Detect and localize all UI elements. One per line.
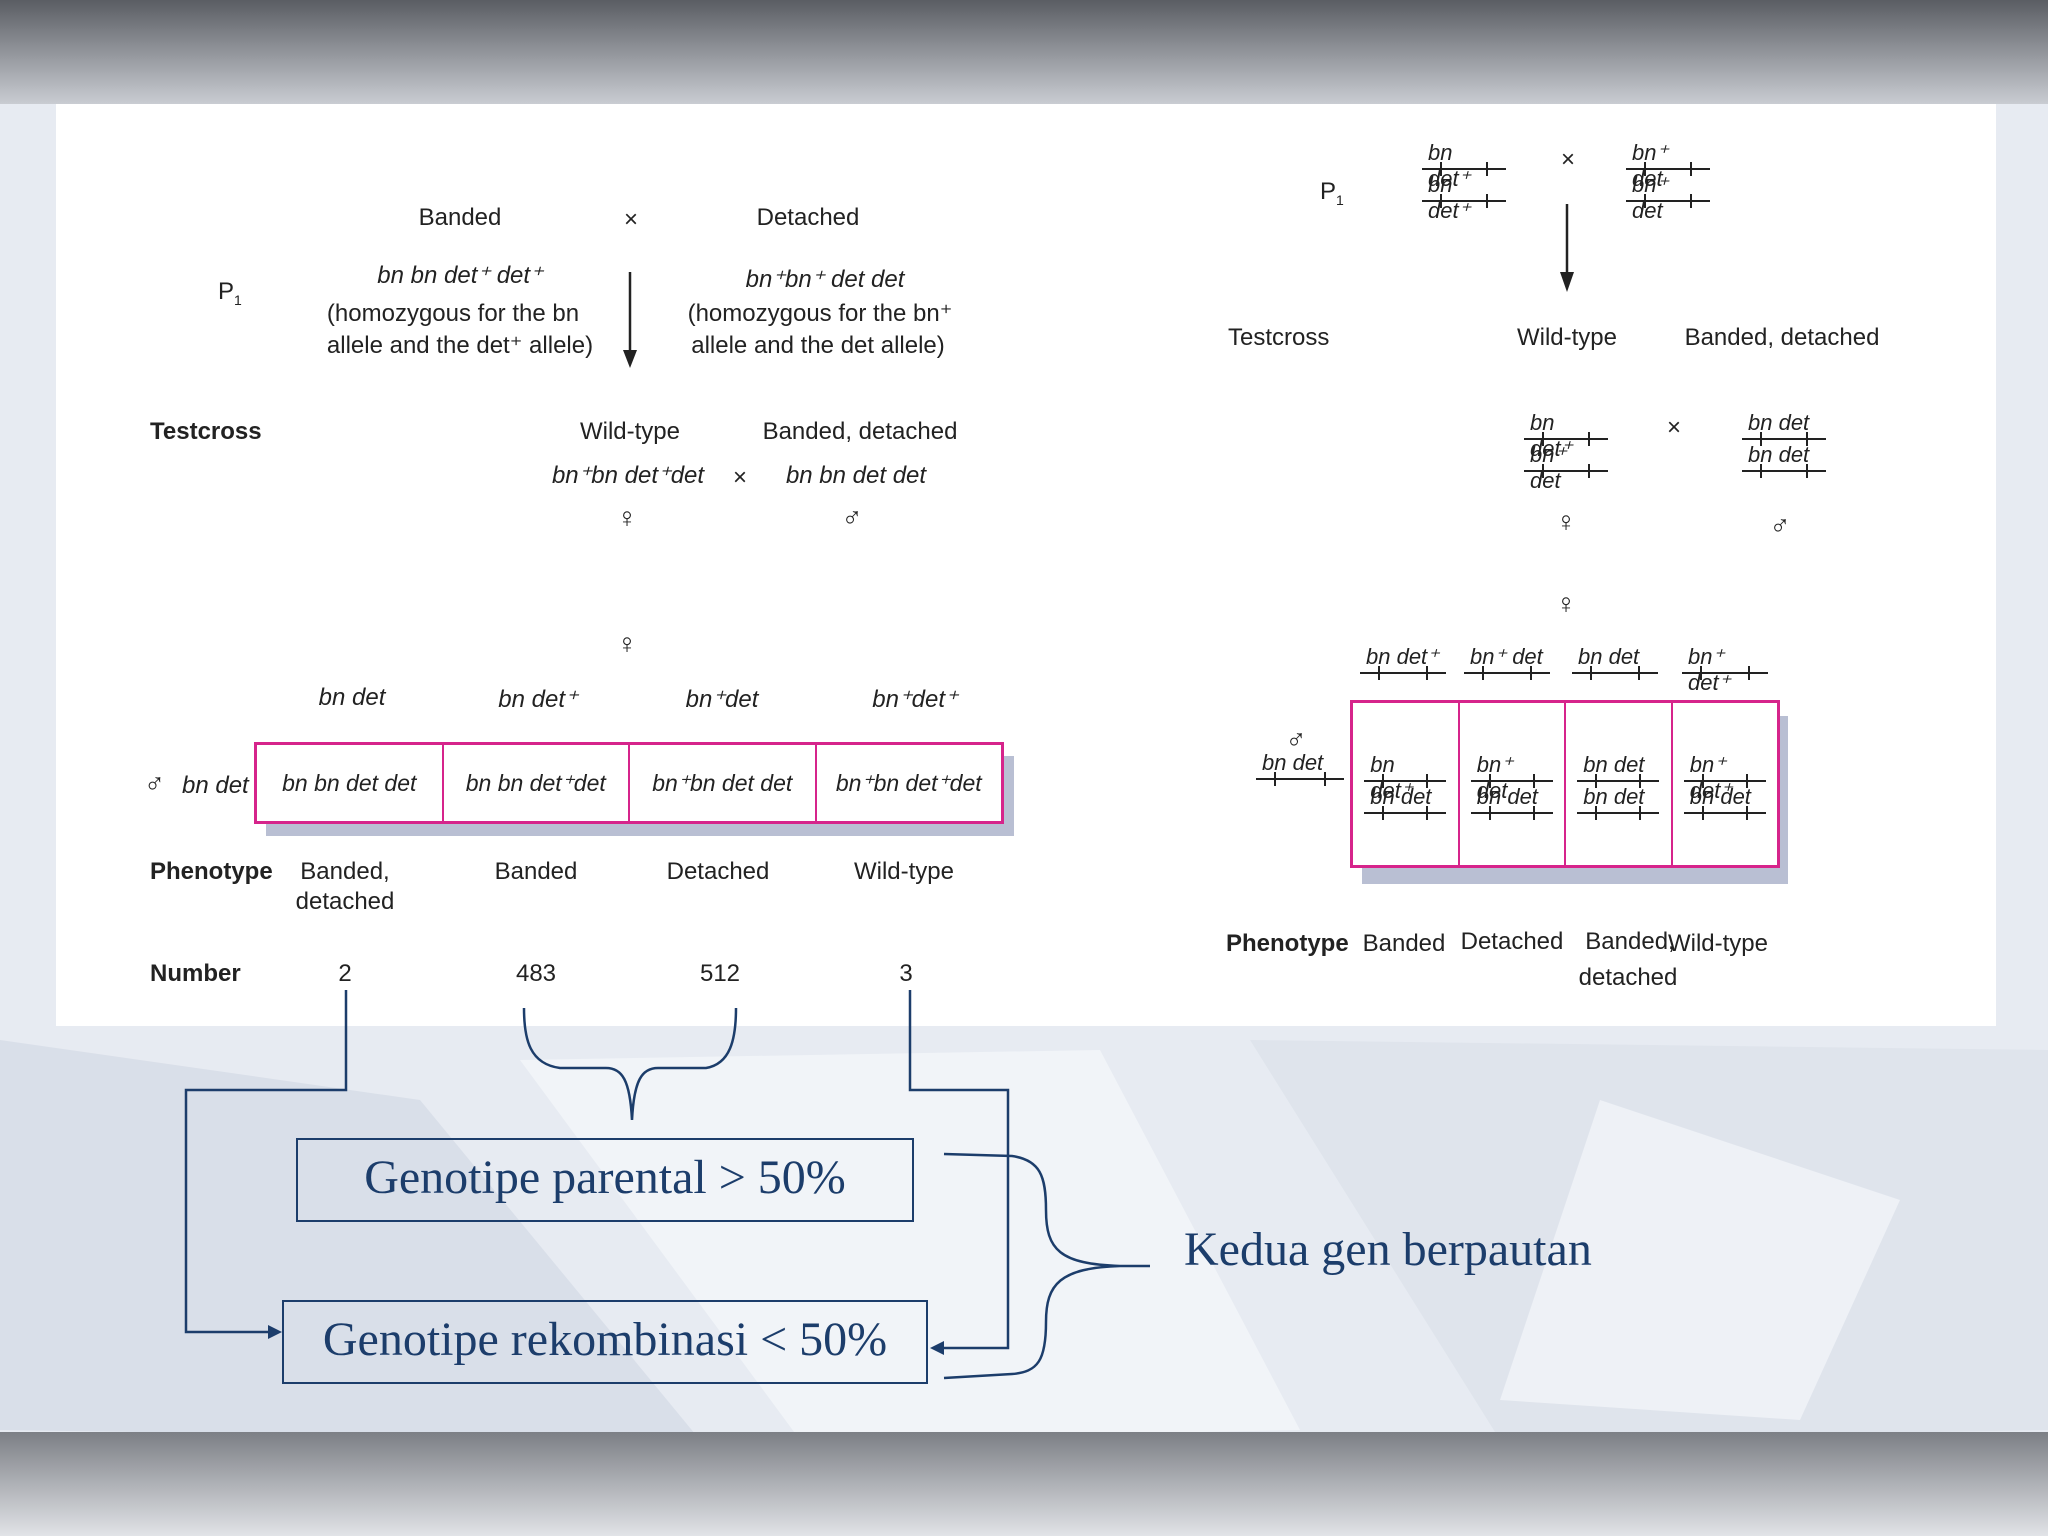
wildtype-label: Wild-type [579,418,681,445]
number-4: 3 [899,960,913,987]
male-gamete: bn det [182,772,249,799]
detached-genotype: bn⁺bn⁺ det det [745,266,905,293]
right-phenotype-2: Detached [1460,928,1564,955]
punnett-cell: bn⁺bn det det [630,745,817,821]
testcross-cross: × [732,464,748,491]
banded-label: Banded [418,204,502,231]
punnett-male-symbol: ♂ [144,768,165,799]
phenotype-1-line2: detached [295,888,395,915]
detached-note-2: allele and the det allele) [691,332,945,359]
right-banded-detached-label: Banded, detached [1684,324,1880,351]
right-punnett-cell: bn det⁺bn det [1353,703,1460,865]
banded-note-1: (homozygous for the bn [326,300,580,327]
right-p1-label: P1 [1320,178,1344,208]
right-phenotype-4: Wild-type [1667,930,1769,957]
right-p1-cross: × [1560,146,1576,173]
right-punnett-female-symbol: ♀ [1555,588,1577,619]
left-punnett-table: bn bn det det bn bn det⁺det bn⁺bn det de… [254,742,1004,824]
phenotype-label: Phenotype [150,858,273,885]
banded-genotype: bn bn det⁺ det⁺ [377,262,543,289]
female-symbol: ♀ [616,502,638,533]
linked-genes-label: Kedua gen berpautan [1184,1223,1592,1276]
banded-note-2: allele and the det⁺ allele) [326,332,594,359]
male-genotype: bn bn det det [785,462,927,489]
gamete-3: bn⁺det [685,686,759,713]
testcross-label: Testcross [150,418,262,445]
parental-genotype-box: Genotipe parental > 50% [296,1138,914,1222]
banded-detached-label: Banded, detached [762,418,958,445]
male-symbol: ♂ [841,502,863,533]
female-genotype: bn⁺bn det⁺det [551,462,705,489]
phenotype-4: Wild-type [853,858,955,885]
right-gamete-3: bn det [1572,644,1658,680]
phenotype-1: Banded, [300,858,390,885]
number-2: 483 [515,960,557,987]
right-punnett-male-symbol: ♂ [1285,724,1307,755]
right-male-symbol: ♂ [1769,510,1791,541]
right-testcross-label: Testcross [1228,324,1330,351]
right-gamete-2: bn⁺ det [1464,644,1550,680]
punnett-female-symbol: ♀ [616,628,638,659]
right-gamete-1: bn det⁺ [1360,644,1446,680]
punnett-cell: bn bn det det [257,745,444,821]
number-label: Number [150,960,241,987]
gamete-4: bn⁺det⁺ [872,686,958,713]
right-punnett-cell: bn⁺ det⁺bn det [1673,703,1778,865]
phenotype-3: Detached [666,858,770,885]
right-phenotype-3: Banded, [1585,928,1675,955]
number-1: 2 [338,960,352,987]
gamete-2: bn det⁺ [498,686,578,713]
punnett-cell: bn⁺bn det⁺det [835,769,982,796]
gamete-1: bn det [318,684,386,711]
right-testcross-cross: × [1666,414,1682,441]
p1-label: P1 [218,278,242,308]
right-female-symbol: ♀ [1555,506,1577,537]
number-3: 512 [699,960,741,987]
detached-label: Detached [756,204,860,231]
detached-note-1: (homozygous for the bn⁺ [687,300,953,327]
recombinant-genotype-box: Genotipe rekombinasi < 50% [282,1300,928,1384]
right-wildtype-label: Wild-type [1516,324,1618,351]
right-phenotype-label: Phenotype [1226,930,1349,957]
right-male-gamete: bn det [1256,750,1344,786]
phenotype-2: Banded [494,858,578,885]
right-phenotype-3-line2: detached [1578,964,1678,991]
right-phenotype-1: Banded [1362,930,1446,957]
right-testcross-male-chromosomes: bn det bn det [1742,410,1826,478]
cross-symbol: × [623,206,639,233]
punnett-cell: bn bn det⁺det [444,745,630,821]
